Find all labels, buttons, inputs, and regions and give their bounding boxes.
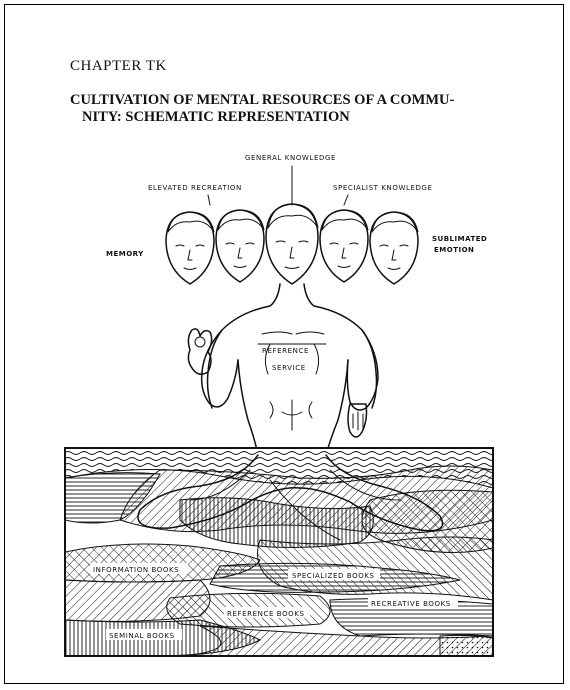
label-recreative-books: RECREATIVE BOOKS <box>371 600 451 608</box>
label-reference-books-group: REFERENCE BOOKS <box>224 607 310 618</box>
left-arm <box>188 329 238 407</box>
label-information-books: INFORMATION BOOKS <box>93 566 179 574</box>
pointer-elevated <box>208 195 210 205</box>
book-strata: INFORMATION BOOKS SPECIALIZED BOOKS REFE… <box>65 448 493 656</box>
label-general-knowledge: GENERAL KNOWLEDGE <box>245 154 336 162</box>
label-seminal-books: SEMINAL BOOKS <box>109 632 175 640</box>
pointer-specialist <box>344 195 348 205</box>
label-memory: MEMORY <box>106 250 144 258</box>
label-specialist-knowledge: SPECIALIST KNOWLEDGE <box>333 184 433 192</box>
head-4 <box>320 210 368 282</box>
label-specialized-books: SPECIALIZED BOOKS <box>292 572 375 580</box>
label-reference: REFERENCE <box>262 347 309 355</box>
label-seminal-books-group: SEMINAL BOOKS <box>106 629 182 640</box>
head-2 <box>216 210 264 282</box>
label-information-books-group: INFORMATION BOOKS <box>90 563 188 574</box>
right-arm <box>347 330 378 437</box>
label-sublimated: SUBLIMATED <box>432 235 487 243</box>
head-5 <box>370 212 418 284</box>
label-reference-books: REFERENCE BOOKS <box>227 610 305 618</box>
heads-group <box>166 204 418 284</box>
head-3 <box>266 204 318 284</box>
label-recreative-books-group: RECREATIVE BOOKS <box>368 597 458 608</box>
label-emotion: EMOTION <box>434 246 474 254</box>
label-specialized-books-group: SPECIALIZED BOOKS <box>288 569 380 580</box>
label-service: SERVICE <box>272 364 306 372</box>
head-1 <box>166 212 214 284</box>
label-elevated-recreation: ELEVATED RECREATION <box>148 184 242 192</box>
